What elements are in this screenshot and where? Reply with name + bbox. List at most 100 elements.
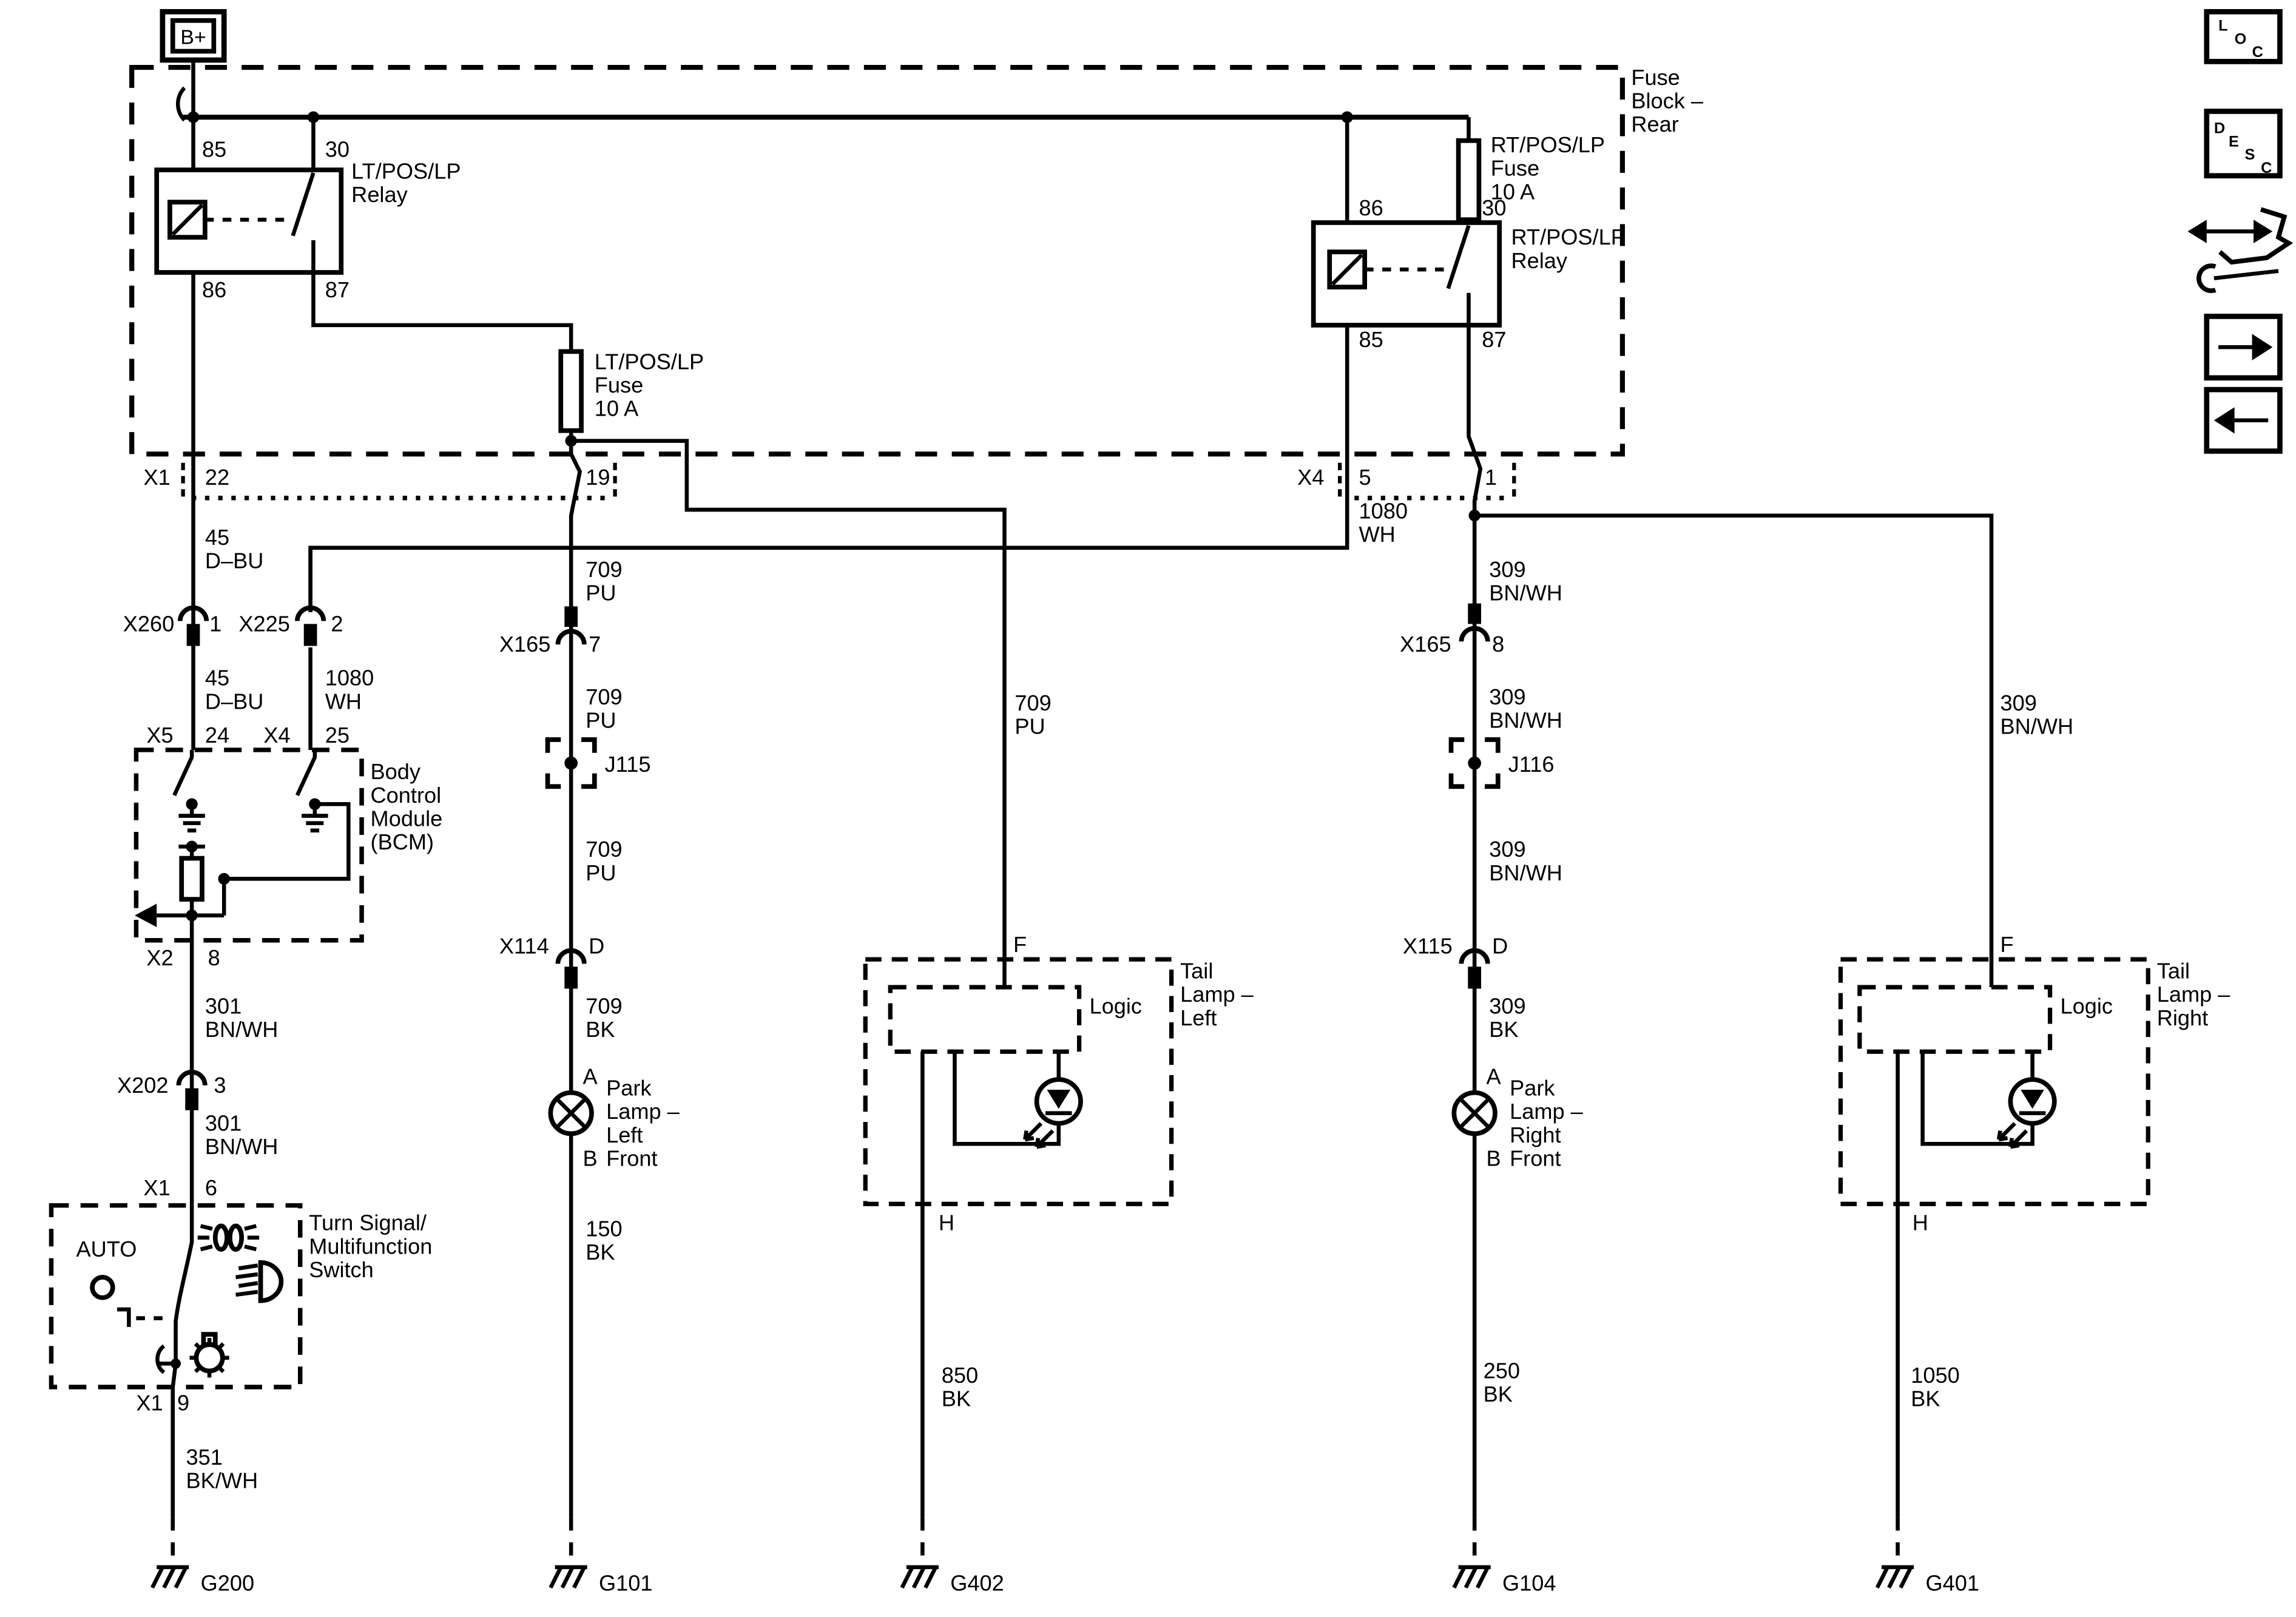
rt-fuse-body xyxy=(1456,138,1482,222)
park-lamp-right-label: Park xyxy=(1510,1076,1555,1101)
svg-text:BK: BK xyxy=(1489,1017,1518,1042)
rt-pos-lp-relay: 86 30 85 87 RT/POS/LP Relay xyxy=(1311,117,1626,352)
switch-off-position xyxy=(90,1275,115,1300)
tail-left-border xyxy=(863,957,1174,1206)
tail-lamp-left: F Logic Tail Lamp – Left H 850 BK xyxy=(863,932,1254,1517)
connector-x4-pin25: 25 xyxy=(325,723,349,748)
connector-x4-pin1: 1 xyxy=(1485,465,1497,490)
desc-letter: S xyxy=(2245,146,2255,163)
connector-x260-pin: 1 xyxy=(209,611,221,636)
connector-x5-label: X5 xyxy=(146,723,173,748)
rt-pos-lp-fuse: RT/POS/LP Fuse 10 A xyxy=(1456,117,1605,223)
connector-x202-label: X202 xyxy=(117,1073,169,1098)
svg-text:PU: PU xyxy=(586,581,616,606)
fuse-block-border xyxy=(129,64,1626,457)
back-arrow-button[interactable] xyxy=(2204,387,2283,454)
svg-text:D–BU: D–BU xyxy=(205,689,264,714)
ground-g101-label: G101 xyxy=(599,1571,653,1596)
svg-text:Front: Front xyxy=(606,1146,657,1170)
ground-g402-label: G402 xyxy=(950,1571,1004,1596)
bcm-arrow xyxy=(135,903,157,928)
connector-x165-pin8: 8 xyxy=(1492,632,1504,657)
wire-1050-bk: 1050 xyxy=(1911,1363,1960,1388)
switch-label: Turn Signal/ xyxy=(309,1210,427,1235)
connector-x1-label: X1 xyxy=(136,1391,163,1416)
desc-button[interactable]: D E S C xyxy=(2204,109,2283,179)
bcm-label: Body xyxy=(371,759,421,784)
wire-250-bk: 250 xyxy=(1484,1359,1520,1383)
led-symbol xyxy=(1996,1077,2057,1149)
lt-relay-pin-87: 87 xyxy=(325,277,349,302)
ground-g200: G200 xyxy=(150,1517,254,1596)
connector-x115-pinD: D xyxy=(1492,933,1508,958)
svg-text:Lamp –: Lamp – xyxy=(606,1099,680,1124)
loc-letter: L xyxy=(2218,18,2227,35)
svg-text:PU: PU xyxy=(1015,714,1045,738)
led-symbol xyxy=(1023,1077,1083,1149)
connector-x4-label: X4 xyxy=(263,723,290,748)
bcm-switch-blade xyxy=(295,749,317,797)
svg-text:BN/WH: BN/WH xyxy=(1489,708,1562,733)
connector-arc xyxy=(177,605,209,621)
loc-button[interactable]: L O C xyxy=(2204,8,2283,64)
wire-309-bk: 309 xyxy=(1489,993,1525,1018)
lamp-pin-a: A xyxy=(582,1064,598,1089)
connector-arc xyxy=(555,629,587,645)
tail-lamp-right: F Logic Tail Lamp – Right H 1050 BK xyxy=(1838,932,2230,1517)
fuse-block-connector-row: X1 22 19 X4 5 1 xyxy=(144,272,1994,988)
wire-labels: 45 D–BU 1080 WH 709 PU 309 BN/WH 709 PU … xyxy=(205,499,2073,739)
connector-arc xyxy=(176,1070,208,1086)
lt-relay-pin-85: 85 xyxy=(202,137,226,161)
fuse-block-rear: Fuse Block – Rear xyxy=(129,64,1704,457)
svg-text:WH: WH xyxy=(325,689,362,714)
lt-relay-pin-86: 86 xyxy=(202,277,226,302)
svg-text:Switch: Switch xyxy=(309,1257,374,1282)
right-park-lamp-feed: X165 8 309 BN/WH J116 309 BN/WH X115 D 3… xyxy=(1400,603,1562,1093)
connector-x1-label: X1 xyxy=(144,465,171,490)
schematic-navigation-icon[interactable] xyxy=(2187,207,2294,294)
bcm-to-switch-wiring: 301 BN/WH X202 3 301 BN/WH X1 6 xyxy=(117,940,278,1206)
forward-arrow-button[interactable] xyxy=(2204,314,2283,381)
rt-relay-pin-85: 85 xyxy=(1359,327,1383,352)
connector-x115-label: X115 xyxy=(1403,933,1453,958)
park-lamp-left-label: Park xyxy=(606,1076,652,1101)
svg-text:PU: PU xyxy=(586,708,616,733)
tail-left-pin-h: H xyxy=(939,1210,954,1235)
lt-pos-lp-relay: 85 30 86 87 LT/POS/LP Relay xyxy=(154,117,461,302)
rt-fuse-label: RT/POS/LP xyxy=(1491,132,1605,157)
lt-fuse-body xyxy=(558,349,584,433)
svg-text:Left: Left xyxy=(1180,1005,1217,1030)
lt-relay-pin-30: 30 xyxy=(325,137,349,161)
bcm-ground-symbol xyxy=(178,814,205,832)
tail-right-pin-h: H xyxy=(1913,1210,1928,1235)
splice-j115-label: J115 xyxy=(605,752,651,777)
switch-auto-label: AUTO xyxy=(76,1237,137,1261)
tail-left-logic-box xyxy=(888,985,1082,1054)
connector-x260-label: X260 xyxy=(123,611,175,636)
wrench-head xyxy=(2196,263,2217,294)
body-control-module: X5 24 X4 25 Body Control Module (BCM) X2… xyxy=(133,723,442,970)
svg-text:BK: BK xyxy=(586,1240,615,1264)
svg-text:BK: BK xyxy=(1911,1386,1940,1411)
bcm-resistor xyxy=(179,856,204,902)
connector-x4-pin5: 5 xyxy=(1359,465,1371,490)
lamp-pin-b: B xyxy=(1486,1146,1501,1170)
gear-icon xyxy=(189,1332,229,1378)
rt-relay-box xyxy=(1311,220,1502,328)
fuse-block-label: Block – xyxy=(1631,89,1704,113)
svg-text:BK/WH: BK/WH xyxy=(186,1468,258,1493)
connector-pin-body xyxy=(185,1088,198,1110)
harness-outline xyxy=(2218,207,2294,265)
desc-letter: D xyxy=(2214,120,2225,137)
wire-709-pu: 709 xyxy=(586,684,622,709)
svg-text:Lamp –: Lamp – xyxy=(1510,1099,1584,1124)
loc-letter: O xyxy=(2235,30,2247,47)
connector-x5-pin24: 24 xyxy=(205,723,229,748)
wire-709-pu: 709 xyxy=(586,837,622,862)
connector-pin-body xyxy=(564,606,578,627)
wire-709-bk: 709 xyxy=(586,993,622,1018)
park-lamp-left-front: A B Park Lamp – Left Front 150 BK xyxy=(548,1064,680,1517)
connector-arc xyxy=(555,948,587,964)
turn-signal-multifunction-switch: Turn Signal/ Multifunction Switch AUTO xyxy=(49,1203,432,1517)
